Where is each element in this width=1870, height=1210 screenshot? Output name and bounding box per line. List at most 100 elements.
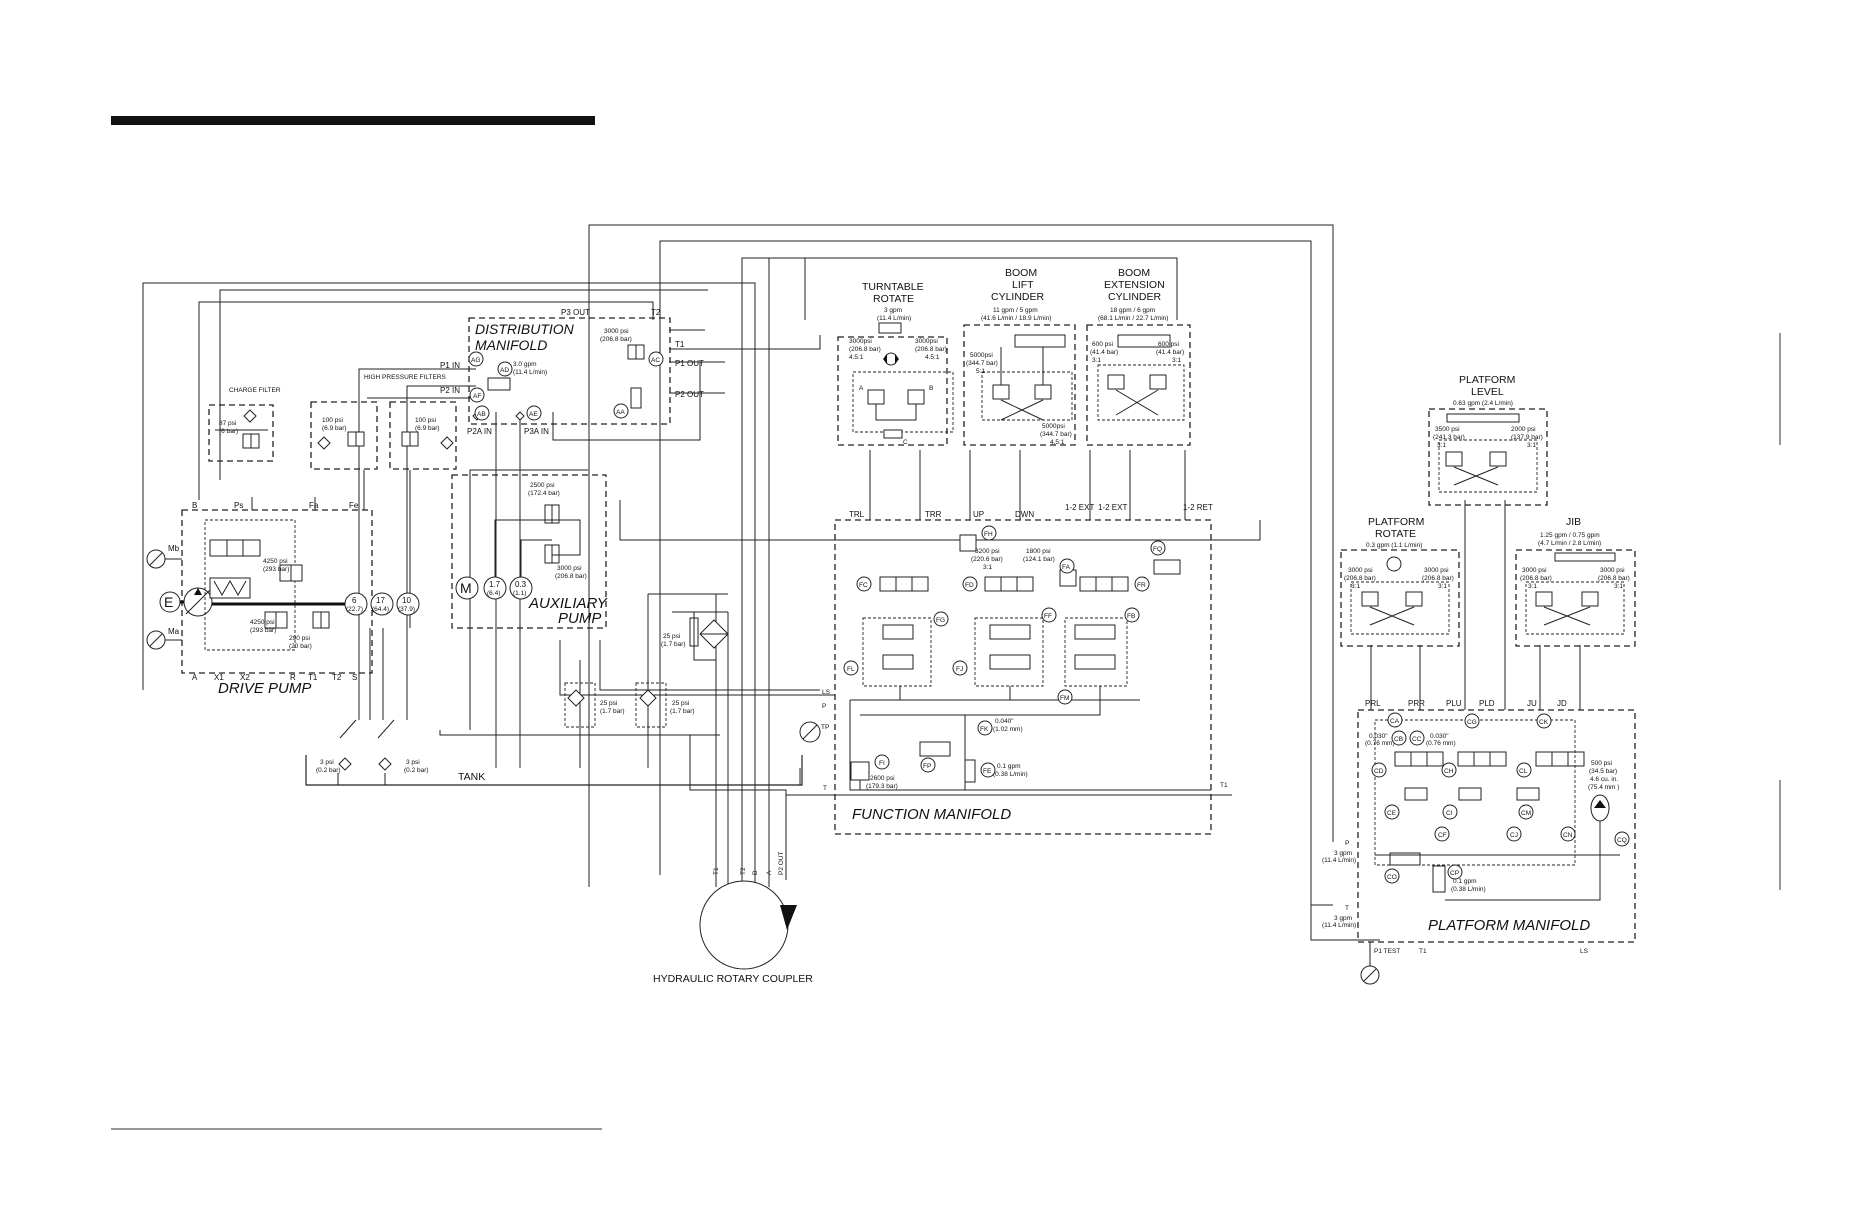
aux-motor-icon — [455, 576, 479, 600]
dist-port-p1-out: P1 OUT — [675, 359, 704, 368]
hp-filter-1-icon — [317, 436, 331, 450]
coupler-port-p2-out: P2 OUT — [778, 851, 785, 875]
pm-port-plu: PLU — [1446, 699, 1462, 708]
pm-port-t1: T1 — [1419, 948, 1427, 955]
hp-filter-2-psi: 100 psi — [415, 417, 436, 424]
hp-filter-1-psi: 100 psi — [322, 417, 343, 424]
code-circle-AA — [613, 403, 629, 419]
pm-port-ju: JU — [1527, 699, 1537, 708]
pm-valve-ci-icon — [1458, 787, 1482, 801]
turntable-port-a: A — [859, 385, 864, 392]
code-circle-FD — [962, 576, 978, 592]
boom-ext-title-2: EXTENSION — [1104, 279, 1165, 291]
dist-port-p1-in: P1 IN — [440, 361, 460, 370]
code-AB: AB — [477, 411, 486, 418]
return-filter-2-icon — [639, 689, 657, 707]
fm-port-dwn: DWN — [1015, 510, 1034, 519]
port-T2: T2 — [332, 673, 342, 682]
jib-gpm: 1.25 gpm / 0.75 gpm — [1540, 532, 1600, 539]
platform-rotate-left-bar: (206.8 bar) — [1344, 575, 1376, 582]
code-circle-FB — [1124, 607, 1140, 623]
port-S: S — [352, 673, 357, 682]
code-FH: FH — [984, 531, 993, 538]
pump-section-1-icon — [344, 592, 368, 616]
code-circle-AE — [526, 405, 542, 421]
code-CF: CF — [1438, 832, 1447, 839]
jib-left-psi: 3000 psi — [1522, 567, 1547, 574]
aux-motor-label: M — [460, 580, 472, 596]
code-CC: CC — [1412, 736, 1422, 743]
code-circle-CF — [1434, 826, 1450, 842]
code-AF: AF — [473, 393, 481, 400]
code-circle-CI — [1442, 804, 1458, 820]
port-Fe: Fe — [349, 501, 359, 510]
coupler-port-t1: T1 — [713, 867, 720, 875]
dist-port-t2: T2 — [651, 308, 661, 317]
boom-ext-title-3: CYLINDER — [1108, 291, 1162, 303]
code-FB: FB — [1127, 613, 1135, 620]
turntable-brake-icon — [878, 322, 902, 334]
code-circle-CH — [1441, 762, 1457, 778]
turntable-lpm: (11.4 L/min) — [877, 315, 911, 322]
hp-filter-2-boundary — [389, 401, 457, 470]
distribution-manifold-label-1: DISTRIBUTION — [475, 321, 575, 337]
pm-flow-p-gpm: 3 gpm — [1334, 850, 1352, 857]
code-AG: AG — [471, 357, 480, 364]
code-circle-CK — [1536, 713, 1552, 729]
fm-flow-lpm: (0.38 L/min) — [993, 771, 1028, 778]
code-circle-FH — [981, 525, 997, 541]
engine-label: E — [164, 594, 173, 610]
port-X2: X2 — [240, 673, 250, 682]
servo-valve-icon — [209, 539, 261, 557]
code-CG: CG — [1467, 719, 1477, 726]
code-circle-AC — [648, 351, 664, 367]
coupler-port-t2: T2 — [740, 867, 747, 875]
platform-manifold-label: PLATFORM MANIFOLD — [1428, 917, 1590, 934]
pm-flow-control-icon — [1432, 865, 1446, 893]
auxiliary-pump-boundary — [451, 474, 607, 629]
relief-high-1-psi: 4250 psi — [263, 558, 288, 565]
hp-filter-1-bar: (6.9 bar) — [322, 425, 347, 432]
cooler-bypass-bar: (1.7 bar) — [661, 641, 686, 648]
code-circle-CO — [1384, 868, 1400, 884]
jib-right-ratio: 3:1 — [1614, 583, 1623, 590]
valve-ff-bot-icon — [989, 654, 1031, 670]
pm-port-p: P — [1345, 840, 1349, 847]
pm-accumulator-psi: 500 psi — [1591, 760, 1612, 767]
rotary-coupler-label: HYDRAULIC ROTARY COUPLER — [653, 973, 813, 985]
function-manifold-label: FUNCTION MANIFOLD — [852, 806, 1011, 823]
dist-port-p2-in: P2 IN — [440, 386, 460, 395]
charge-filter-bar: (6 bar) — [219, 428, 238, 435]
fm-relief-up-ratio: 3:1 — [983, 564, 992, 571]
code-circle-CP — [1447, 864, 1463, 880]
code-CJ: CJ — [1510, 832, 1518, 839]
dist-check-valve-icon — [630, 387, 642, 409]
aux-relief-1-psi: 2500 psi — [530, 482, 555, 489]
boom-lift-left-psi: 5000psi — [970, 352, 993, 359]
port-Ps: Ps — [234, 501, 243, 510]
code-circle-FJ — [952, 660, 968, 676]
pm-flow-t-lpm: (11.4 L/min) — [1322, 922, 1356, 929]
code-circle-CQ — [1614, 831, 1630, 847]
code-FG: FG — [936, 617, 945, 624]
servo-cylinder-icon — [209, 577, 251, 599]
jib-lpm: (4.7 L/min / 2.8 L/min) — [1538, 540, 1601, 547]
dist-orifice-lpm: (11.4 L/min) — [513, 369, 547, 376]
rotary-coupler-group: HYDRAULIC ROTARY COUPLER T1 T2 B A P2 OU… — [653, 851, 813, 985]
boom-ext-lpm: (68.1 L/min / 22.7 L/min) — [1098, 315, 1168, 322]
platform-level-right-bar: (137.9 bar) — [1511, 434, 1543, 441]
hp-filter-1-boundary — [310, 401, 378, 470]
relief-fi-icon — [850, 761, 870, 781]
code-circle-AB — [474, 405, 490, 421]
boom-extension-group: BOOM EXTENSION CYLINDER 18 gpm / 6 gpm (… — [1086, 267, 1191, 446]
return-filter-2-bar: (1.7 bar) — [670, 708, 695, 715]
code-CK: CK — [1539, 719, 1549, 726]
turntable-boundary — [837, 336, 948, 446]
fm-relief-main-psi: 2600 psi — [870, 775, 895, 782]
pm-port-ls: LS — [1580, 948, 1589, 955]
code-circle-CE — [1384, 804, 1400, 820]
pm-valve-cm-icon — [1516, 787, 1540, 801]
code-FP: FP — [923, 763, 931, 770]
valve-fb-top-icon — [1074, 624, 1116, 640]
charge-relief-psi: 290 psi — [289, 635, 310, 642]
